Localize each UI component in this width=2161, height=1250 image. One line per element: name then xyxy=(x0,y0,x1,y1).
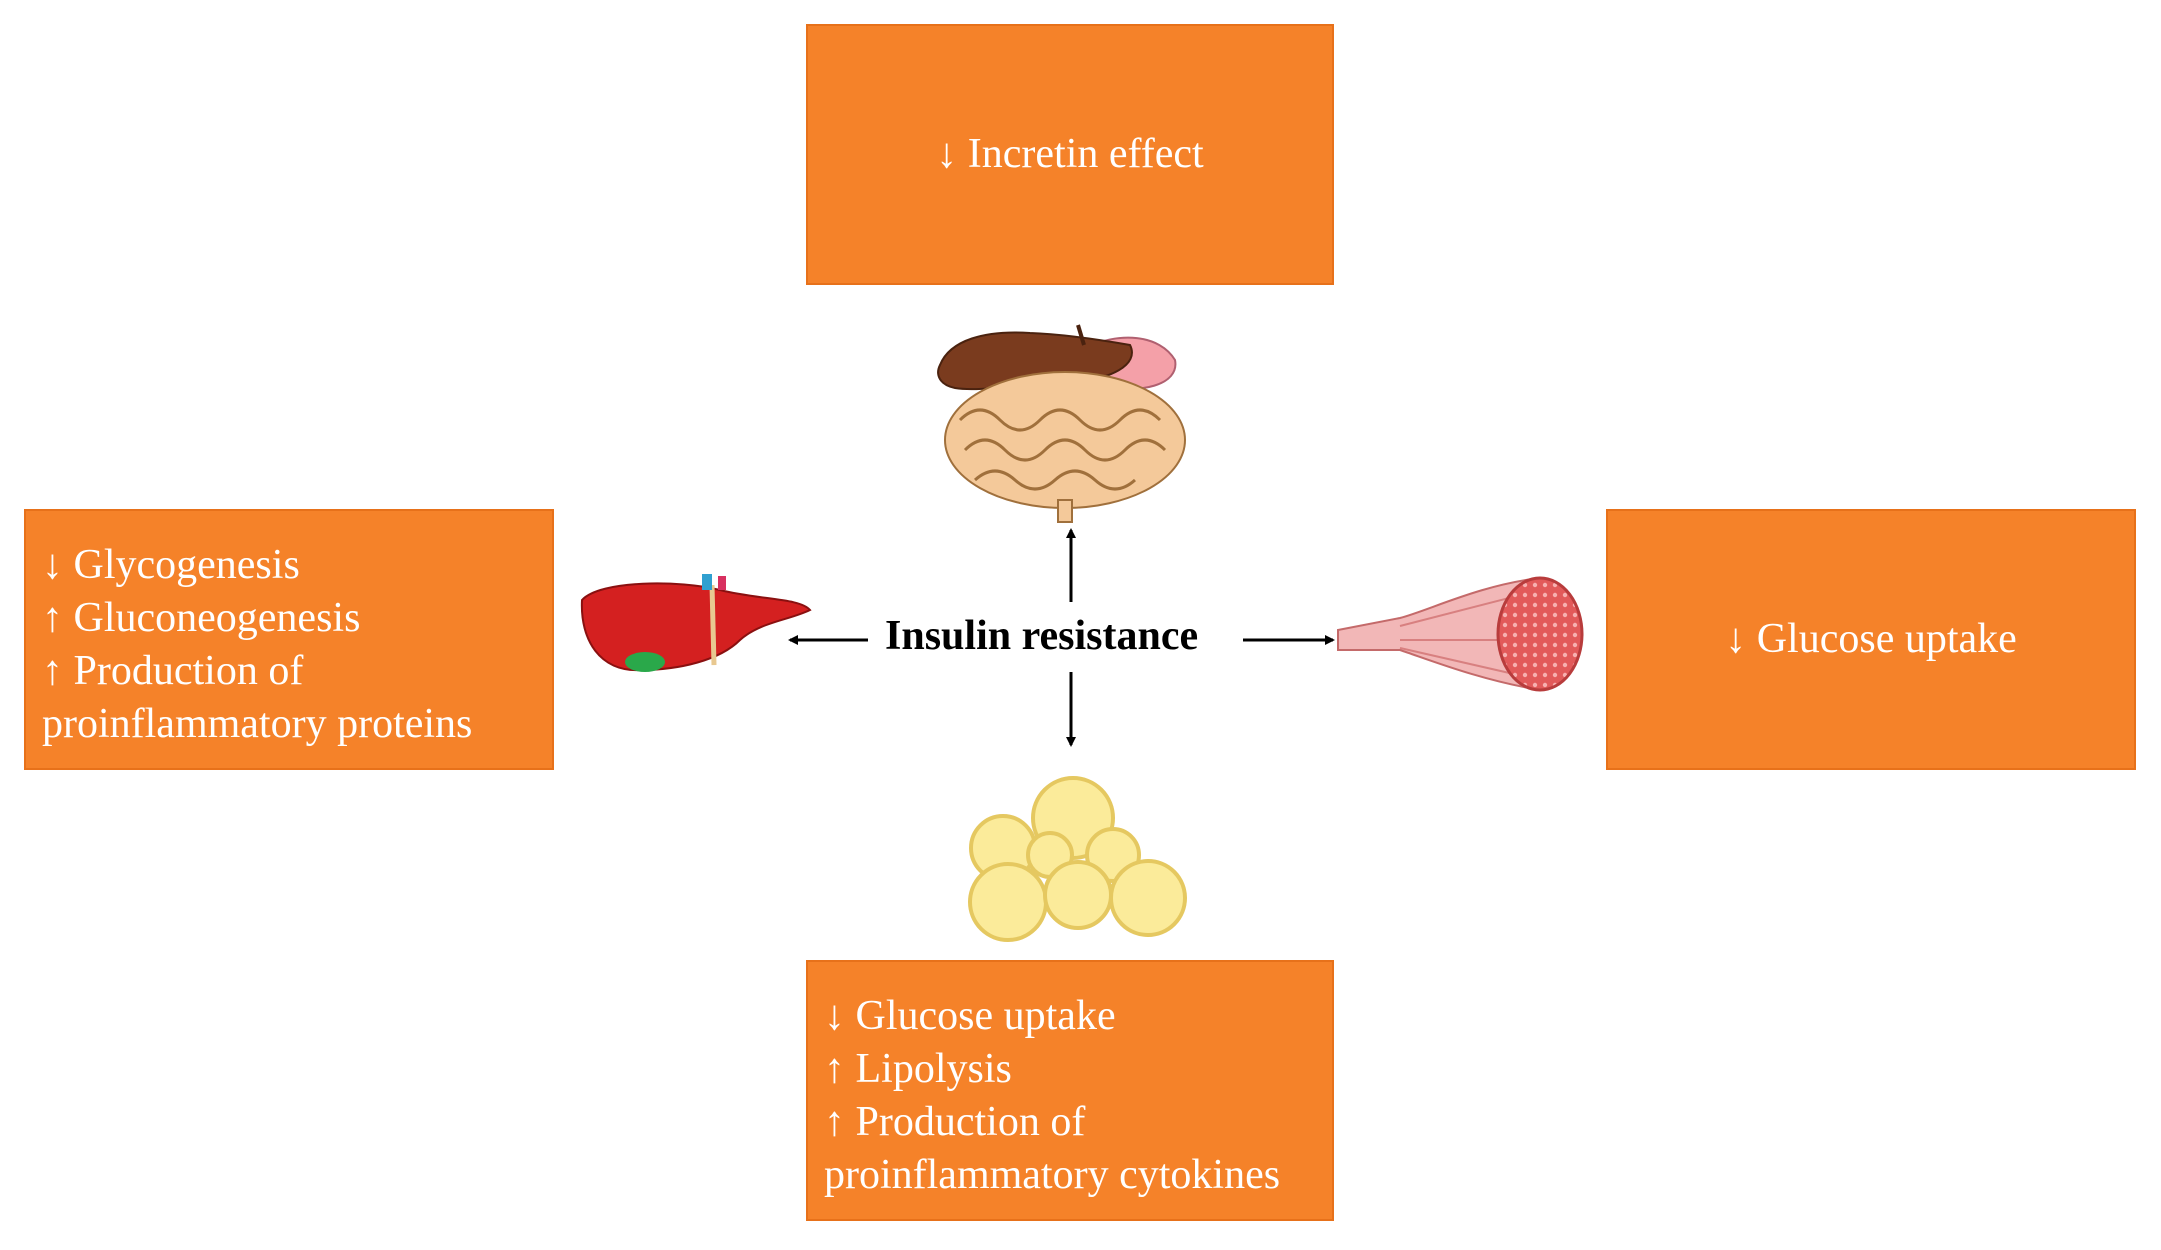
muscle-line: ↓ Glucose uptake xyxy=(1725,616,2017,662)
insulin-resistance-label: Insulin resistance xyxy=(885,613,1199,659)
muscle-fiber-icon xyxy=(1337,576,1584,692)
adipose-line-2: ↑ Lipolysis xyxy=(824,1046,1012,1092)
adipose-effects-box: ↓ Glucose uptake ↑ Lipolysis ↑ Productio… xyxy=(806,960,1334,1221)
liver-icon xyxy=(580,574,812,672)
digestive-system-icon xyxy=(937,324,1186,523)
liver-line-1: ↓ Glycogenesis xyxy=(42,542,300,588)
adipose-line-1: ↓ Glucose uptake xyxy=(824,993,1116,1039)
liver-line-2: ↑ Gluconeogenesis xyxy=(42,595,361,641)
liver-line-4: proinflammatory proteins xyxy=(42,701,473,747)
adipose-line-3: ↑ Production of xyxy=(824,1099,1086,1145)
incretin-line: ↓ Incretin effect xyxy=(936,131,1204,177)
liver-line-3: ↑ Production of xyxy=(42,648,304,694)
muscle-effects-box: ↓ Glucose uptake xyxy=(1606,509,2136,770)
incretin-box: ↓ Incretin effect xyxy=(806,24,1334,285)
liver-effects-box: ↓ Glycogenesis ↑ Gluconeogenesis ↑ Produ… xyxy=(24,509,554,770)
adipose-line-4: proinflammatory cytokines xyxy=(824,1152,1281,1198)
adipose-cells-icon xyxy=(968,776,1187,942)
